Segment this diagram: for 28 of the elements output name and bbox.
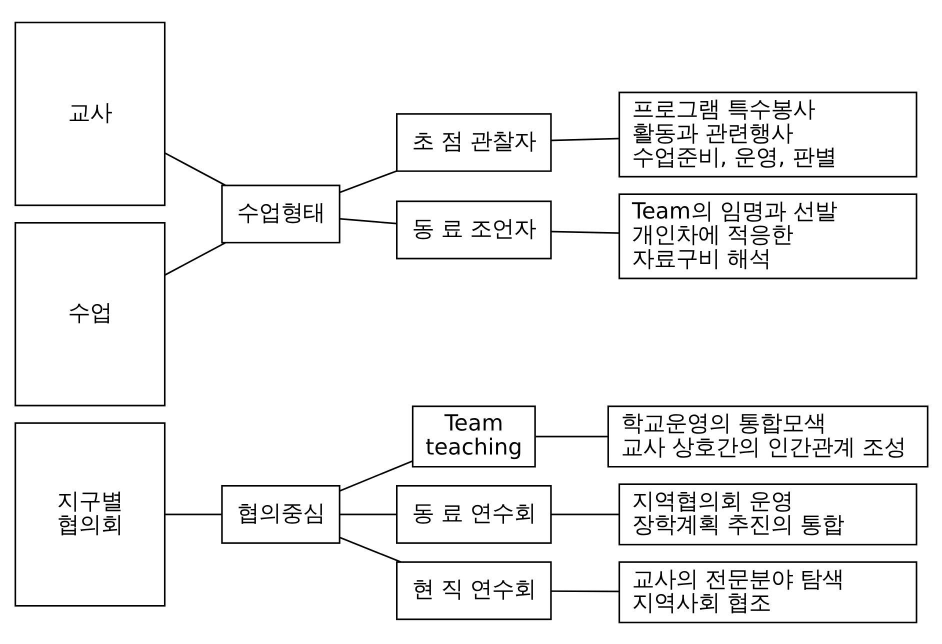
connector bbox=[550, 590, 618, 592]
connector bbox=[164, 513, 221, 515]
node-box: Team teaching bbox=[411, 405, 536, 468]
connector bbox=[164, 241, 226, 276]
connector bbox=[339, 218, 396, 224]
node-box: 동 료 조언자 bbox=[396, 200, 552, 259]
connector bbox=[339, 170, 397, 193]
node-box: 학교운영의 통합모색 교사 상호간의 인간관계 조성 bbox=[606, 405, 928, 468]
connector bbox=[339, 513, 396, 515]
node-box: 교사의 전문분야 탐색 지역사회 협조 bbox=[618, 560, 917, 623]
node-box: 수업 bbox=[14, 221, 166, 406]
node-box: 동 료 연수회 bbox=[396, 484, 552, 544]
node-box: 초 점 관찰자 bbox=[396, 112, 552, 172]
connector bbox=[550, 137, 618, 141]
node-box: 지역협의회 운영 장학계획 추진의 통합 bbox=[618, 482, 917, 545]
node-box: 수업형태 bbox=[220, 184, 340, 243]
node-box: 지구별 협의회 bbox=[14, 422, 166, 606]
node-box: Team의 임명과 선발 개인차에 적응한 자료구비 해석 bbox=[618, 192, 917, 279]
node-box: 현 직 연수회 bbox=[396, 560, 552, 620]
node-box: 교사 bbox=[14, 21, 166, 206]
connector bbox=[164, 152, 226, 186]
connector bbox=[550, 513, 618, 515]
node-box: 프로그램 특수봉사 활동과 관련행사 수업준비, 운영, 판별 bbox=[618, 91, 917, 177]
connector bbox=[535, 435, 608, 437]
node-box: 협의중심 bbox=[220, 484, 340, 544]
connector bbox=[339, 536, 401, 562]
connector bbox=[550, 230, 618, 234]
connector bbox=[339, 460, 412, 492]
